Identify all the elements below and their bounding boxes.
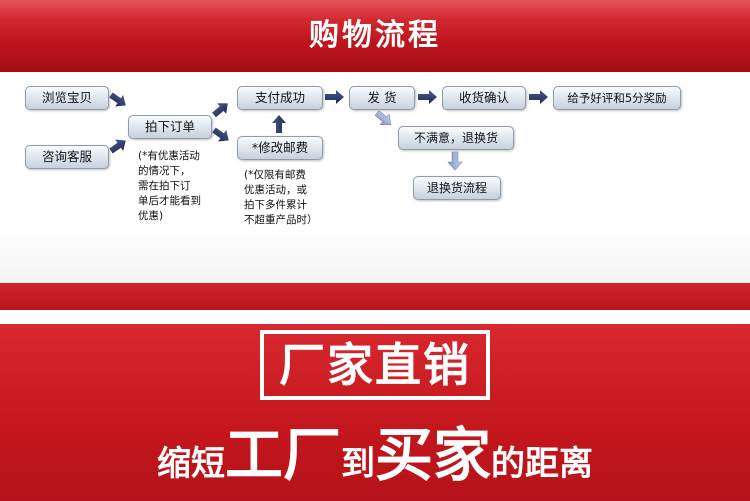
note-order-line: 需在拍下订: [138, 180, 191, 192]
step-order: 拍下订单: [128, 115, 212, 139]
slogan-part: 工厂: [224, 421, 341, 489]
slogan-part: 到: [341, 444, 375, 484]
divider-band: [0, 283, 750, 310]
arrow-right-icon: [325, 90, 344, 104]
arrow-right-icon: [109, 139, 126, 154]
promo-slogan: 缩短工厂到买家的距离: [0, 408, 750, 489]
note-postage-line: 不超重产品时）: [244, 214, 318, 226]
step-consult: 咨询客服: [25, 145, 109, 169]
note-postage-line: (*仅限有邮费: [244, 169, 306, 181]
arrow-right-icon: [212, 127, 229, 142]
step-confirm: 收货确认: [442, 86, 526, 110]
flow-arrows: [109, 90, 548, 171]
note-postage-line: 优惠活动，或: [244, 184, 307, 196]
note-order-line: 的情况下，: [138, 165, 191, 177]
promo-banner: [0, 324, 750, 501]
header-banner: 购物流程: [0, 0, 750, 72]
step-browse: 浏览宝贝: [25, 86, 109, 110]
step-ship: 发 货: [349, 86, 415, 110]
step-return-process: 退换货流程: [413, 176, 501, 200]
slogan-part: 买家: [375, 421, 492, 489]
arrow-right-icon: [109, 92, 126, 107]
note-postage-line: 拍下多件累计: [244, 199, 307, 211]
arrow-right-icon: [529, 90, 548, 104]
slogan-part: 缩短: [156, 444, 225, 484]
divider-gap: [0, 310, 750, 324]
step-edit-postage: *修改邮费: [237, 136, 323, 160]
arrow-right-icon: [212, 103, 228, 118]
note-order-line: 单后才能看到: [138, 195, 201, 207]
page-title: 购物流程: [309, 18, 441, 53]
arrow-down-right-icon: [374, 110, 392, 126]
banner-shine: [0, 0, 750, 20]
promo-frame: [260, 330, 490, 400]
arrow-up-icon: [272, 115, 286, 133]
note-order-line: (*有优惠活动: [138, 150, 200, 162]
step-unsatisfied: 不满意，退换货: [398, 126, 514, 150]
promo-frame-text: 厂家直销: [279, 338, 471, 392]
note-order: (*有优惠活动 的情况下， 需在拍下订 单后才能看到 优惠): [138, 149, 201, 224]
arrow-right-icon: [418, 90, 437, 104]
step-review: 给予好评和5分奖励: [553, 86, 681, 110]
slogan-part: 的距离: [491, 444, 594, 484]
note-order-line: 优惠): [138, 210, 164, 222]
arrow-down-icon: [447, 151, 463, 171]
step-pay-success: 支付成功: [237, 86, 323, 110]
note-postage: (*仅限有邮费 优惠活动，或 拍下多件累计 不超重产品时）: [244, 168, 318, 228]
flow-fade: [0, 228, 750, 283]
